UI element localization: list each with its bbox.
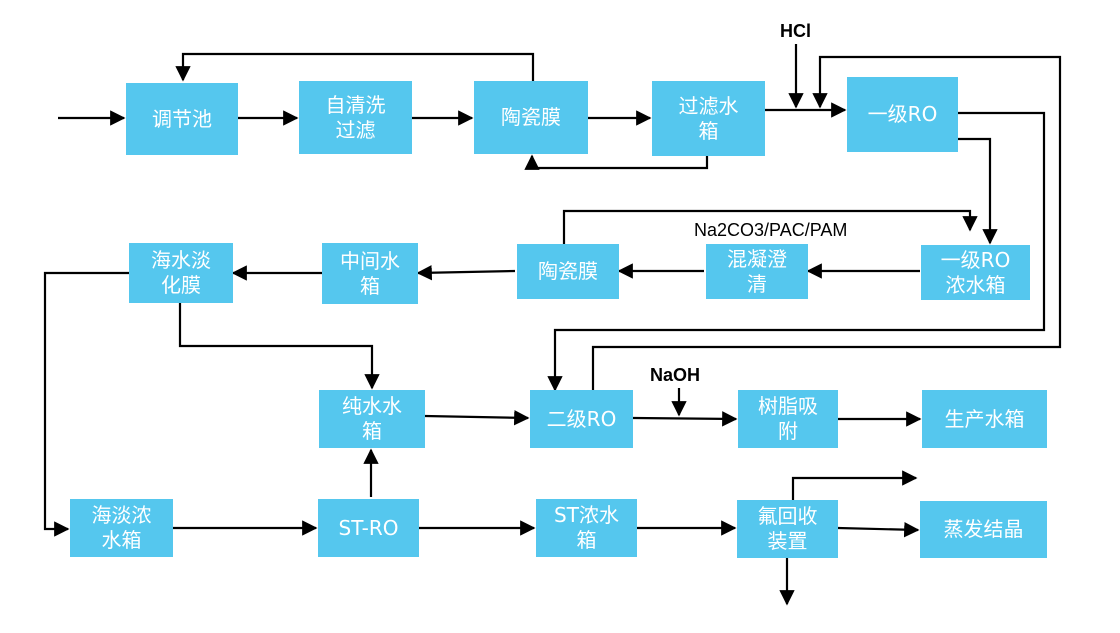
box-taocimo-1: 陶瓷膜 <box>474 81 588 154</box>
arrow-yijiro-to-nongshui <box>958 137 998 245</box>
box-ziqingxi-guolv: 自清洗 过滤 <box>299 81 412 154</box>
box-zhongjian-shuixiang: 中间水 箱 <box>322 243 418 304</box>
box-haidan-nongshuixiang: 海淡浓 水箱 <box>70 499 173 557</box>
arrow-anhuishou-outlet-top <box>791 470 918 500</box>
box-taocimo-2: 陶瓷膜 <box>517 244 619 299</box>
arrow-anhuishou-to-zhengfa <box>837 521 920 538</box>
arrow-chunshui-to-erjiro <box>424 410 530 426</box>
box-haishui-danhuamo: 海水淡 化膜 <box>129 243 233 303</box>
box-anhuishou-zhuangzhi: 氟回收 装置 <box>737 500 838 558</box>
arrow-haishui-to-haidan <box>43 271 129 537</box>
arrow-reagent-dosing <box>562 209 978 244</box>
recycle-taocimo-to-tiaojiechi <box>175 52 535 82</box>
recycle-erjiro-to-yijiro <box>591 55 1062 390</box>
label-reagents: Na2CO3/PAC/PAM <box>694 220 848 240</box>
box-zhengfa-jiejing: 蒸发结晶 <box>920 501 1047 558</box>
box-shengchan-shuixiang: 生产水箱 <box>922 390 1047 448</box>
box-st-nongshuixiang: ST浓水 箱 <box>536 499 637 557</box>
box-erji-ro: 二级RO <box>530 390 633 448</box>
box-chunshui-shuixiang: 纯水水 箱 <box>319 390 425 448</box>
box-shuzhi-xifu: 树脂吸 附 <box>738 390 838 448</box>
box-hunning-chengqing: 混凝澄 清 <box>706 244 808 299</box>
arrow-erjiro-to-shuzhi <box>632 411 738 427</box>
arrow-taocimo2-to-zhongjian <box>416 265 516 281</box>
box-yiji-ro-nongshuixiang: 一级RO 浓水箱 <box>921 245 1030 300</box>
arrow-yijiro-to-erjiro <box>547 111 1046 392</box>
box-yiji-ro: 一级RO <box>847 77 958 152</box>
recycle-guolv-to-taocimo <box>524 154 709 170</box>
label-naoh: NaOH <box>650 365 701 385</box>
box-st-ro: ST-RO <box>318 499 419 557</box>
box-tiaojiechi: 调节池 <box>126 83 238 155</box>
box-guolv-shuixiang: 过滤水 箱 <box>652 81 765 156</box>
label-hcl: HCl <box>780 21 811 41</box>
arrow-haishui-to-chunshui <box>178 303 380 390</box>
